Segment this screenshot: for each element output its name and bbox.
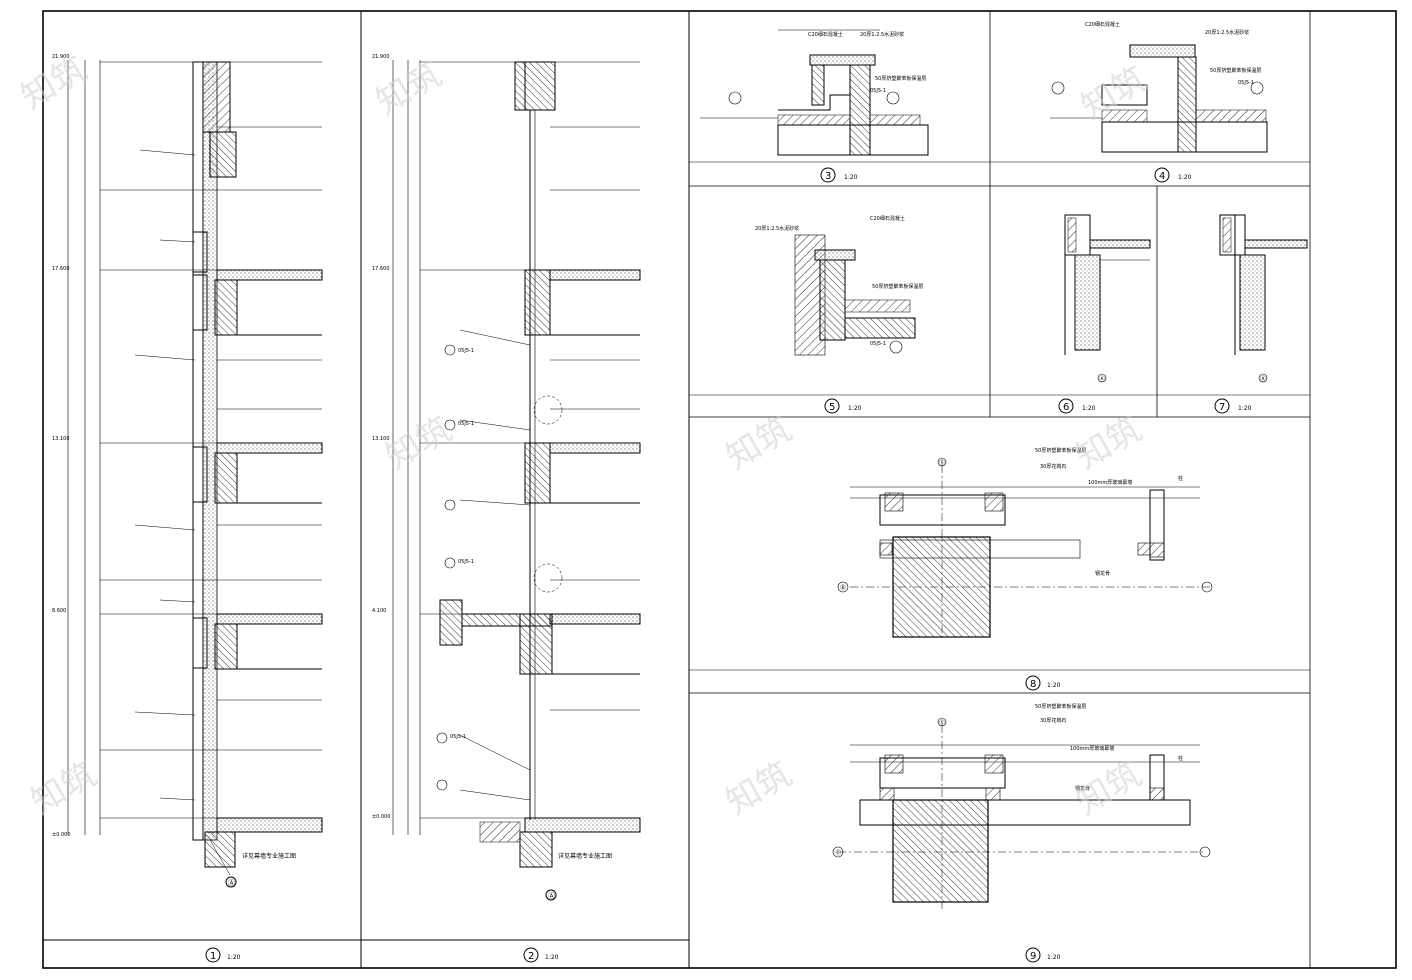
- p8-note-2: 30厚花岗石: [1040, 463, 1066, 470]
- panel-9-plan-detail: Ⓢ Ⓒ 50厚挤塑聚苯板保温层 30厚花岗石 100mm厚玻璃幕墙 钢龙骨 柱 …: [832, 703, 1211, 963]
- panel-6-number: 6: [1063, 402, 1069, 413]
- panel-9-scale: 1:20: [1047, 954, 1061, 961]
- panel-2-axis: Ⓐ: [548, 892, 555, 900]
- p2-elev-4: 4.100: [372, 608, 386, 614]
- panel-9-number: 9: [1030, 951, 1036, 962]
- panel-2-bottom-note: 详见幕墙专业施工图: [558, 852, 612, 860]
- panel-5-scale: 1:20: [848, 405, 862, 412]
- panel-1-axis: Ⓐ: [228, 879, 235, 887]
- p2-callout-1: 05J5-1: [458, 348, 474, 354]
- panel-1-bottom-note: 详见幕墙专业施工图: [242, 852, 296, 860]
- p2-elev-2: 17.600: [372, 266, 390, 272]
- panel-4-number: 4: [1159, 171, 1165, 182]
- watermark-5: 知筑: [720, 409, 799, 478]
- p5-note-3: 50厚挤塑聚苯板保温层: [872, 283, 923, 290]
- panel-8-plan-detail: Ⓢ Ⓑ 50厚挤塑聚苯板保温层 30厚花岗石 100mm厚玻璃幕墙 钢龙骨 柱 …: [837, 447, 1213, 691]
- p3-note-3: 50厚挤塑聚苯板保温层: [875, 75, 926, 82]
- p9-note-4: 钢龙骨: [1075, 785, 1090, 792]
- panel-4-parapet-detail: C20细石混凝土 20厚1:2.5水泥砂浆 50厚挤塑聚苯板保温层 05J5-1…: [1050, 21, 1268, 183]
- panel-3-scale: 1:20: [844, 174, 858, 181]
- p2-callout-2: 05J5-1: [458, 421, 474, 427]
- p9-note-5: 柱: [1178, 755, 1183, 762]
- panel-7-number: 7: [1219, 402, 1225, 413]
- panel-4-scale: 1:20: [1178, 174, 1192, 181]
- panel-9-axis-top: Ⓢ: [939, 719, 945, 727]
- watermark-4: 知筑: [25, 754, 104, 823]
- watermark-2: 知筑: [370, 54, 449, 123]
- p5-note-1: 20厚1:2.5水泥砂浆: [755, 225, 799, 232]
- watermark-8: 知筑: [1070, 754, 1149, 823]
- panel-2-number: 2: [528, 951, 534, 962]
- panel-3-number: 3: [825, 171, 831, 182]
- p2-callout-3: 05J5-1: [458, 559, 474, 565]
- p1-elev-5: ±0.000: [52, 832, 71, 838]
- panel-2-scale: 1:20: [545, 954, 559, 961]
- panel-2-wall-section: 05J5-1 05J5-1 05J5-1 05J5-1 Ⓐ 详见幕墙专业施工图 …: [372, 54, 641, 963]
- panel-1-scale: 1:20: [227, 954, 241, 961]
- p4-note-2: 20厚1:2.5水泥砂浆: [1205, 29, 1249, 36]
- p5-note-4: 05J5-1: [870, 341, 886, 347]
- panel-3-parapet-detail: C20细石混凝土 20厚1:2.5水泥砂浆 50厚挤塑聚苯板保温层 05J5-1…: [700, 29, 929, 183]
- panel-6-scale: 1:20: [1082, 405, 1096, 412]
- watermark-1: 知筑: [15, 49, 94, 118]
- p2-callout-4: 05J5-1: [450, 734, 466, 740]
- p1-elev-2: 17.600: [52, 266, 70, 272]
- p8-note-4: 钢龙骨: [1095, 570, 1110, 577]
- panel-6-window-detail: Ⓐ 6 1:20: [1058, 214, 1151, 414]
- p9-note-1: 50厚挤塑聚苯板保温层: [1035, 703, 1086, 710]
- p8-note-1: 50厚挤塑聚苯板保温层: [1035, 447, 1086, 454]
- p4-note-3: 50厚挤塑聚苯板保温层: [1210, 67, 1261, 74]
- p8-note-5: 柱: [1178, 475, 1183, 482]
- panel-8-axis-top: Ⓢ: [939, 459, 945, 467]
- p9-note-2: 30厚花岗石: [1040, 717, 1066, 724]
- p1-elev-3: 13.100: [52, 436, 70, 442]
- p4-note-1: C20细石混凝土: [1085, 21, 1120, 28]
- panel-5-number: 5: [829, 402, 835, 413]
- panel-1-wall-section: Ⓐ 详见幕墙专业施工图 21.900 17.600 13.100 8.600 ±…: [52, 54, 323, 963]
- panel-7-axis: Ⓐ: [1260, 375, 1266, 383]
- panel-8-scale: 1:20: [1047, 682, 1061, 689]
- p5-note-2: C20细石混凝土: [870, 215, 905, 222]
- p3-note-4: 05J5-1: [870, 88, 886, 94]
- panel-5-parapet-detail: 20厚1:2.5水泥砂浆 C20细石混凝土 50厚挤塑聚苯板保温层 05J5-1…: [755, 215, 923, 414]
- watermark-3: 知筑: [380, 409, 459, 478]
- sheet-border: [42, 10, 1397, 969]
- p2-elev-5: ±0.000: [372, 814, 391, 820]
- p2-elev-3: 13.100: [372, 436, 390, 442]
- p3-note-1: C20细石混凝土: [808, 31, 843, 38]
- watermark-7: 知筑: [1070, 409, 1149, 478]
- panel-7-scale: 1:20: [1238, 405, 1252, 412]
- p8-note-3: 100mm厚玻璃幕墙: [1088, 479, 1132, 486]
- panel-9-axis-side: Ⓒ: [835, 849, 841, 857]
- panel-8-number: 8: [1030, 679, 1036, 690]
- p9-note-3: 100mm厚玻璃幕墙: [1070, 745, 1114, 752]
- panel-6-axis: Ⓐ: [1099, 375, 1105, 383]
- watermark-6: 知筑: [720, 754, 799, 823]
- panel-1-number: 1: [210, 951, 216, 962]
- p3-note-2: 20厚1:2.5水泥砂浆: [860, 31, 904, 38]
- p1-elev-4: 8.600: [52, 608, 66, 614]
- p2-elev-1: 21.900: [372, 54, 390, 60]
- panel-7-window-detail: Ⓐ 7 1:20: [1214, 214, 1308, 414]
- p4-note-4: 05J5-1: [1238, 80, 1254, 86]
- panel-8-axis-side: Ⓑ: [840, 584, 846, 592]
- p1-elev-1: 21.900: [52, 54, 70, 60]
